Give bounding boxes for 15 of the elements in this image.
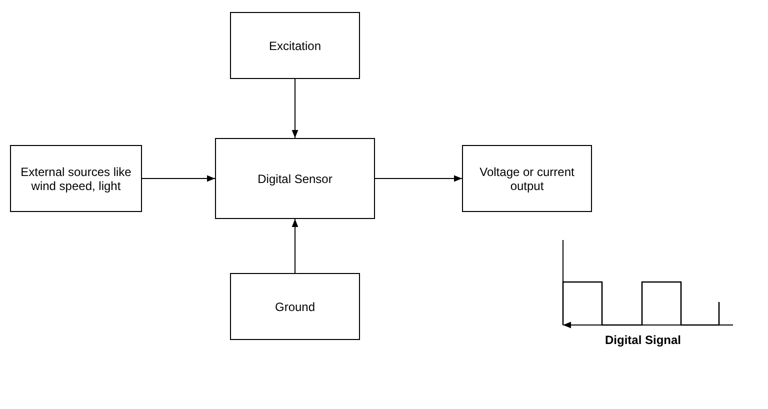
box-label: Voltage or current output — [478, 164, 576, 192]
process-box — [230, 273, 360, 340]
process-box — [462, 145, 592, 212]
arrow — [292, 78, 298, 138]
arrow — [374, 175, 462, 182]
box-label: Excitation — [268, 38, 322, 52]
box-label: External sources like wind speed, light — [20, 164, 132, 192]
arrow — [292, 218, 298, 274]
process-box — [230, 12, 360, 79]
arrow — [142, 175, 216, 182]
box-label: Digital Sensor — [258, 172, 332, 186]
signal-caption: Digital Signal — [605, 333, 682, 347]
box-label: Ground — [274, 300, 316, 314]
process-box — [215, 138, 375, 219]
process-box — [10, 145, 142, 212]
